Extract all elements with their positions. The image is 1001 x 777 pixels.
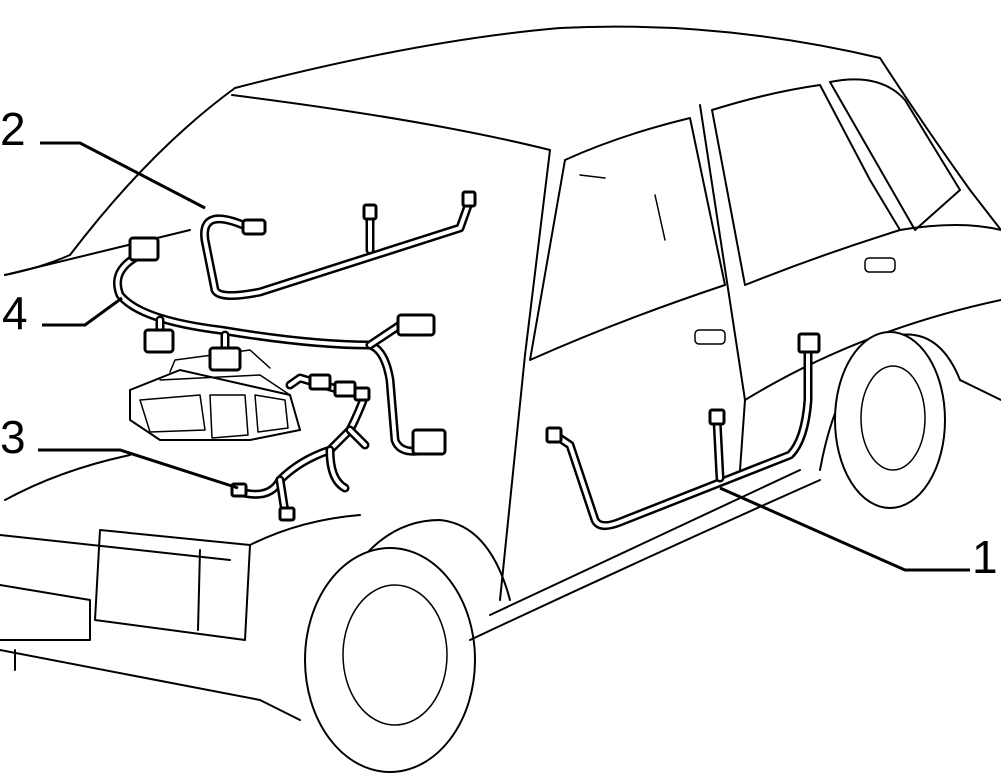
connector <box>278 506 296 522</box>
leader-line-4 <box>42 296 123 327</box>
engine-block <box>129 349 302 441</box>
leader-line-2 <box>40 141 206 210</box>
car-body-outline <box>0 25 1001 773</box>
connector <box>461 190 477 208</box>
connector <box>411 428 447 456</box>
connector <box>797 332 821 354</box>
harness-4 <box>113 236 447 456</box>
connector <box>308 373 332 391</box>
harness-3 <box>230 373 371 522</box>
connector <box>128 236 160 262</box>
leader-line-3 <box>38 448 239 490</box>
leader-line-1 <box>719 486 970 572</box>
connector <box>333 380 357 398</box>
connector <box>143 328 175 354</box>
rear-wheel <box>834 331 946 509</box>
callout-label-4: 4 <box>2 287 28 339</box>
connector <box>396 313 436 337</box>
harness-2 <box>200 190 477 300</box>
callout-label-3: 3 <box>0 411 26 463</box>
connector <box>208 346 242 372</box>
callout-label-2: 2 <box>0 103 26 155</box>
connector <box>545 426 563 444</box>
leader-lines <box>38 141 970 572</box>
connector <box>241 218 267 236</box>
callout-label-1: 1 <box>972 531 998 583</box>
harness-1 <box>545 332 821 530</box>
front-wheel <box>304 547 476 773</box>
connector <box>362 203 378 221</box>
connector <box>708 408 726 426</box>
connector <box>353 386 371 402</box>
